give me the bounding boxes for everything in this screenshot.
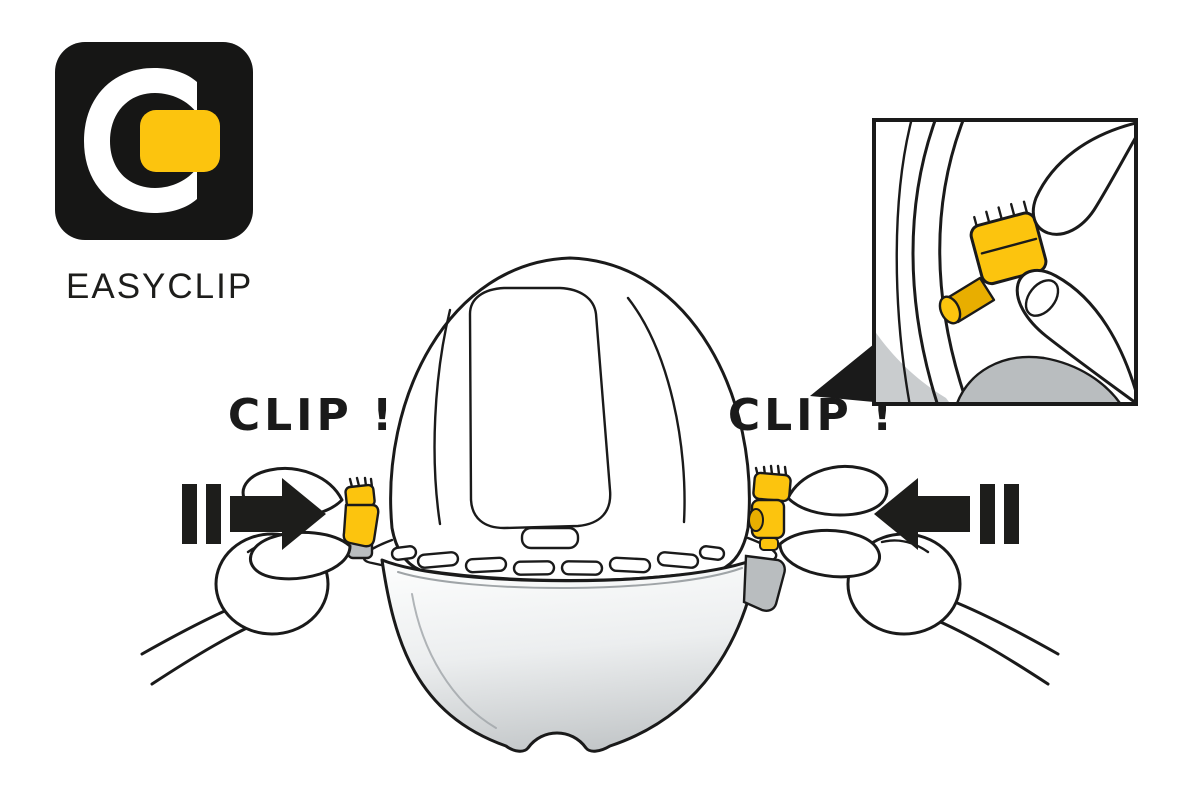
visor-lens: [380, 556, 760, 753]
logo-visor-screen-icon: [140, 110, 220, 172]
right-arm-line: [934, 618, 1050, 686]
inset-clip-washer: [938, 295, 962, 325]
helmet-illustration: [362, 256, 778, 582]
clip-right-knob: [752, 471, 792, 503]
visor-clip-right: [748, 464, 792, 551]
inset-shell-curve: [895, 120, 913, 404]
helmet-vent-slot: [390, 545, 418, 561]
visor-reflection: [411, 593, 497, 729]
helmet-vent-slot: [512, 560, 556, 576]
arrow-stripe: [206, 484, 221, 544]
inset-clip-knob-group: [969, 200, 1048, 286]
inset-border: [872, 118, 1138, 406]
visor-inner-edge: [397, 567, 743, 590]
inset-content: [874, 120, 1136, 404]
arrow-stripe: [980, 484, 995, 544]
helmet-vent-slot: [560, 560, 604, 576]
helmet-vent-band: [390, 545, 726, 576]
inset-clip-knob-line: [980, 237, 1038, 255]
clip-left-ridges: [348, 476, 374, 489]
helmet-vent-slot: [416, 551, 460, 569]
left-thumb: [249, 530, 352, 581]
clip-right-ridges: [754, 464, 788, 478]
inset-shell-curve: [911, 120, 939, 404]
helmet-front-emboss: [520, 526, 580, 550]
inset-shell-shadow: [874, 330, 951, 404]
arrow-head-right-icon: [282, 478, 326, 550]
helmet-vent-slot: [656, 551, 700, 569]
press-arrow-right: [874, 478, 1019, 550]
helmet-ridge-left: [433, 308, 452, 526]
visor: [346, 528, 786, 753]
inset-clip-knob: [969, 211, 1048, 286]
helmet-ridge-right: [626, 296, 686, 524]
detail-inset: [810, 118, 1138, 406]
arrow-shaft: [230, 496, 282, 532]
arrow-shaft: [918, 496, 970, 532]
helmet-crown-panel: [468, 286, 612, 530]
helmet-vent-slot: [464, 556, 508, 574]
helmet-vent-slot: [608, 556, 652, 574]
press-arrow-left: [182, 478, 326, 550]
clip-right-washer: [748, 508, 764, 532]
arrow-head-left-icon: [874, 478, 918, 550]
arrow-stripe: [182, 484, 197, 544]
inset-clip-ridges: [973, 200, 1029, 229]
inset-index-finger: [1031, 121, 1136, 236]
inset-shell-curve: [938, 120, 969, 404]
inset-thumbnail: [1024, 279, 1060, 317]
easyclip-logo: [55, 42, 253, 240]
right-arm-line: [948, 598, 1060, 656]
visor-clip-left: [342, 476, 380, 548]
right-thumb: [778, 528, 881, 579]
arrow-stripe: [1004, 484, 1019, 544]
right-knuckle-line: [880, 539, 930, 554]
inset-visor-edge: [955, 355, 1123, 404]
helmet-vent-slot: [698, 545, 726, 561]
clip-left-label: CLIP !: [228, 390, 396, 441]
right-hand: [778, 465, 1060, 686]
right-index-finger: [786, 465, 889, 517]
inset-callout-pointer: [810, 344, 874, 402]
easyclip-label: EASYCLIP: [66, 267, 253, 306]
logo-visor-glyph-icon: [84, 68, 197, 213]
clip-right-tab: [759, 537, 779, 551]
visor-slot-right: [742, 554, 786, 612]
clip-left-body: [342, 503, 380, 548]
